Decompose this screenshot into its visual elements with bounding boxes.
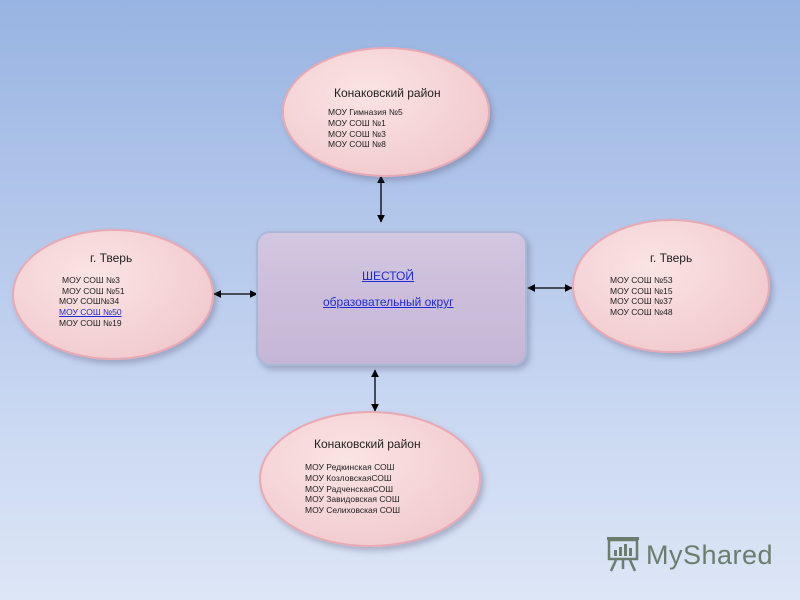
right-school-item: МОУ СОШ №48 [610, 307, 673, 317]
left-school-item: МОУ СОШ №51 [62, 286, 125, 296]
bottom-school-item: МОУ КозловскаяСОШ [305, 473, 392, 483]
left-school-link[interactable]: МОУ СОШ №50 [59, 307, 122, 317]
left-school-item: МОУ СОШ№34 [59, 296, 120, 306]
bottom-district-title: Конаковский район [314, 437, 421, 451]
bottom-school-item: МОУ Завидовская СОШ [305, 494, 400, 504]
bottom-school-item: МОУ Редкинская СОШ [305, 462, 395, 472]
center-district-box: ШЕСТОЙ образовательный округ [256, 231, 527, 366]
watermark-text: MyShared [646, 540, 774, 570]
myshared-logo: MyShared [606, 536, 773, 574]
bottom-school-item: МОУ Селиховская СОШ [305, 505, 401, 515]
bottom-district-ellipse: Конаковский район МОУ Редкинская СОШ МОУ… [259, 411, 481, 547]
presentation-board-icon [607, 537, 639, 572]
right-city-title: г. Тверь [650, 251, 693, 265]
top-school-item: МОУ СОШ №1 [328, 118, 386, 128]
right-school-item: МОУ СОШ №15 [610, 286, 673, 296]
top-school-item: МОУ СОШ №3 [328, 129, 386, 139]
left-city-ellipse: г. Тверь МОУ СОШ №3 МОУ СОШ №51 МОУ СОШ№… [12, 229, 214, 360]
top-district-ellipse: Конаковский район МОУ Гимназия №5 МОУ СО… [282, 47, 490, 177]
right-school-item: МОУ СОШ №53 [610, 275, 673, 285]
right-city-ellipse: г. Тверь МОУ СОШ №53 МОУ СОШ №15 МОУ СОШ… [572, 219, 770, 353]
top-school-item: МОУ СОШ №8 [328, 139, 386, 149]
top-school-item: МОУ Гимназия №5 [328, 107, 403, 117]
top-district-title: Конаковский район [334, 86, 441, 100]
center-subtitle-link[interactable]: образовательный округ [323, 295, 454, 309]
bottom-school-item: МОУ РадченскаяСОШ [305, 484, 394, 494]
right-school-item: МОУ СОШ №37 [610, 296, 673, 306]
center-title-link[interactable]: ШЕСТОЙ [362, 269, 415, 283]
left-school-item: МОУ СОШ №3 [62, 275, 120, 285]
left-city-title: г. Тверь [90, 251, 133, 265]
left-school-item: МОУ СОШ №19 [59, 318, 122, 328]
